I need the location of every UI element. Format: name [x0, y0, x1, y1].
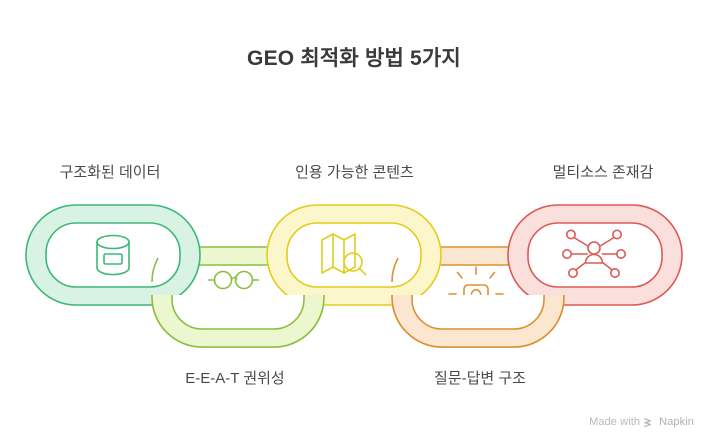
map-search-icon — [321, 233, 367, 276]
network-person-nodes-icon — [561, 229, 626, 279]
chain-link-2-left-tail — [151, 257, 159, 283]
database-cylinder-icon — [96, 234, 130, 276]
chain-link-2-label: E-E-A-T 권위성 — [185, 370, 285, 387]
chain-diagram — [25, 204, 683, 348]
napkin-brand-label: Napkin — [659, 416, 694, 428]
chain-link-5-label: 멀티소스 존재감 — [552, 164, 654, 181]
chain-link-4-left-tail — [391, 257, 399, 283]
chain-link-4-label: 질문-답변 구조 — [434, 370, 526, 387]
chain-link-4-front-overlap — [391, 295, 565, 348]
chain-link-3-label: 인용 가능한 콘텐츠 — [295, 164, 414, 181]
page-title: GEO 최적화 방법 5가지 — [247, 47, 461, 70]
napkin-chevrons-icon — [644, 417, 655, 428]
chain-link-1 — [25, 204, 201, 306]
chain-link-5 — [507, 204, 683, 306]
made-with-label: Made with — [589, 416, 641, 428]
napkin-attribution: Made with Napkin — [589, 416, 694, 428]
chain-link-1-label: 구조화된 데이터 — [59, 164, 161, 181]
chain-link-2-front-overlap — [151, 295, 325, 348]
chain-link-3 — [266, 204, 442, 306]
